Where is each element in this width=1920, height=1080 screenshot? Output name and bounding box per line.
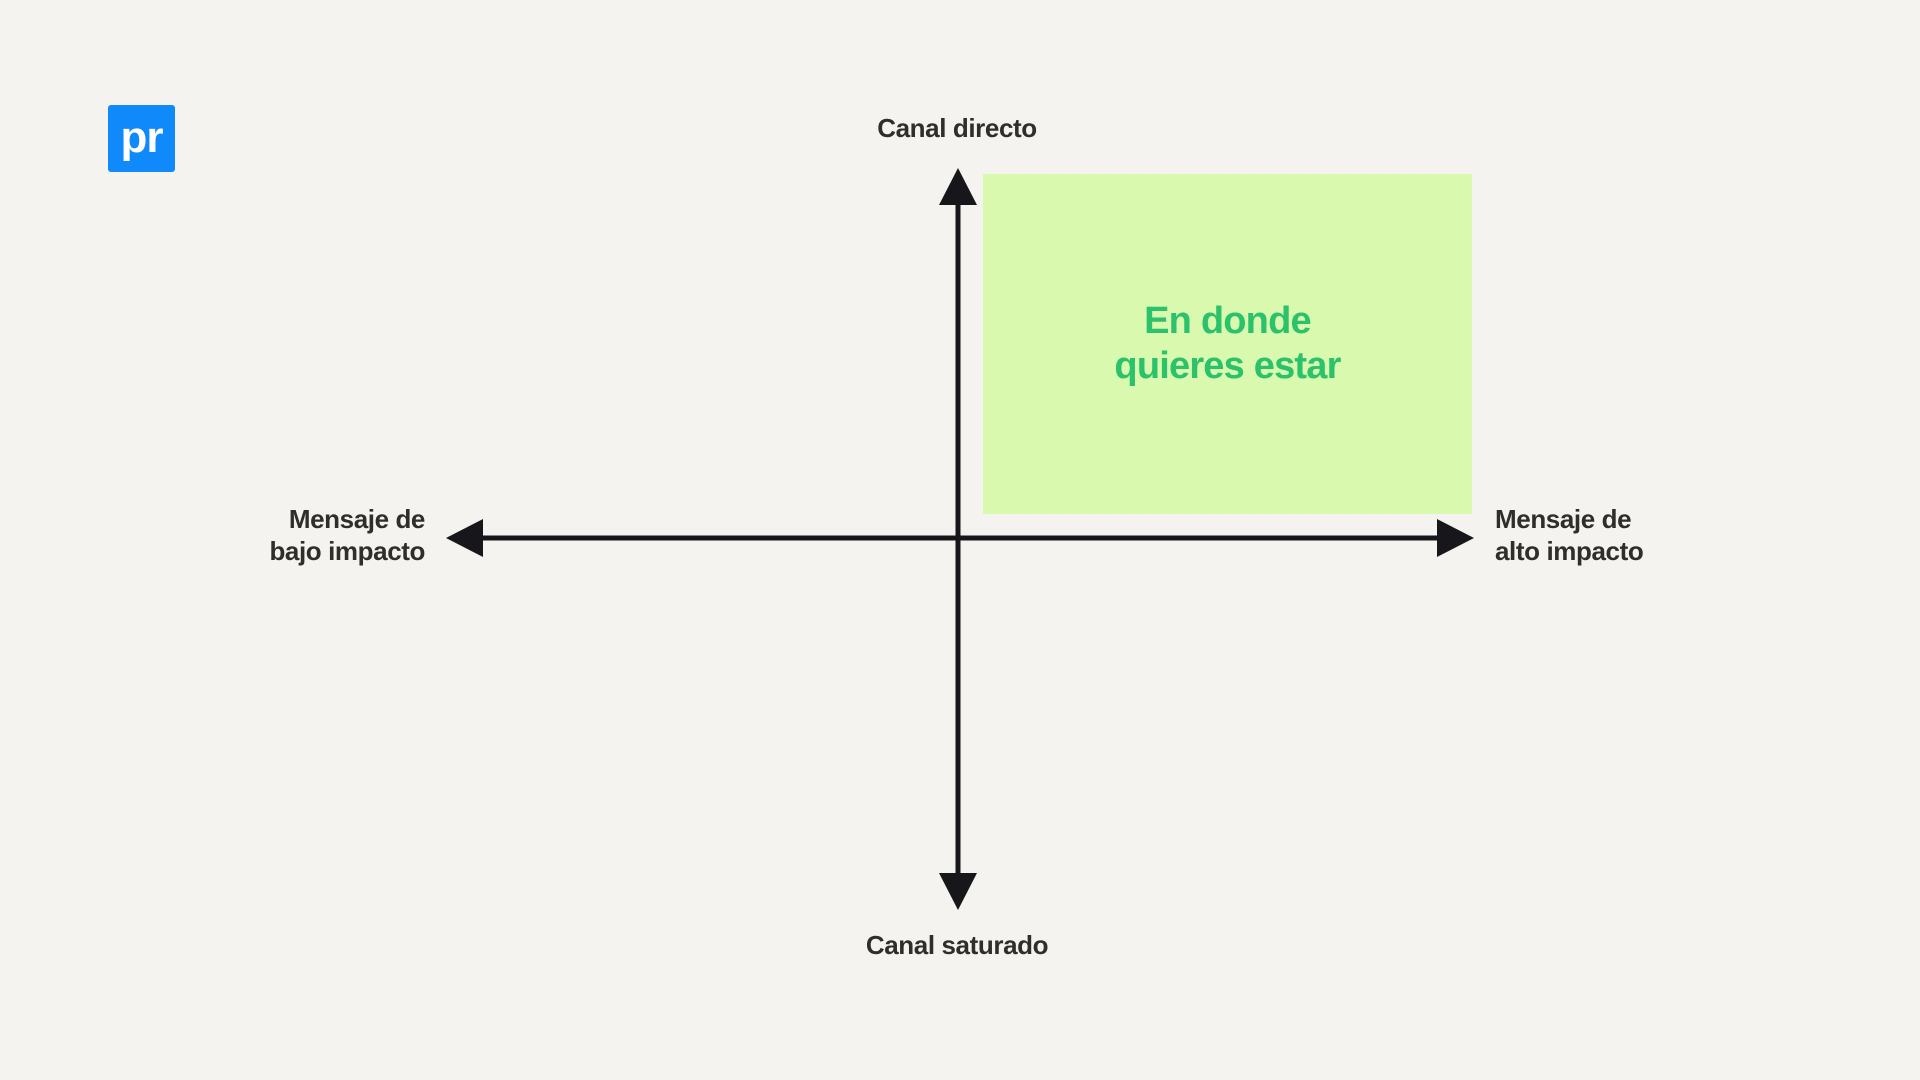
- axis-label-bottom: Canal saturado: [865, 930, 1049, 960]
- axis-label-top: Canal directo: [877, 113, 1037, 143]
- vertical-axis-down-arrow-icon: [939, 873, 977, 910]
- axis-label-right: Mensaje de alto impacto: [1495, 504, 1644, 566]
- target-quadrant-box: En donde quieres estar: [983, 174, 1472, 514]
- horizontal-axis-right-arrow-icon: [1437, 519, 1474, 557]
- horizontal-axis-left-arrow-icon: [446, 519, 483, 557]
- axis-label-left: Mensaje de bajo impacto: [269, 504, 425, 566]
- target-quadrant-label: En donde quieres estar: [1114, 300, 1341, 387]
- vertical-axis-up-arrow-icon: [939, 168, 977, 205]
- brand-logo-text: pr: [120, 112, 164, 162]
- brand-logo: pr: [108, 105, 175, 172]
